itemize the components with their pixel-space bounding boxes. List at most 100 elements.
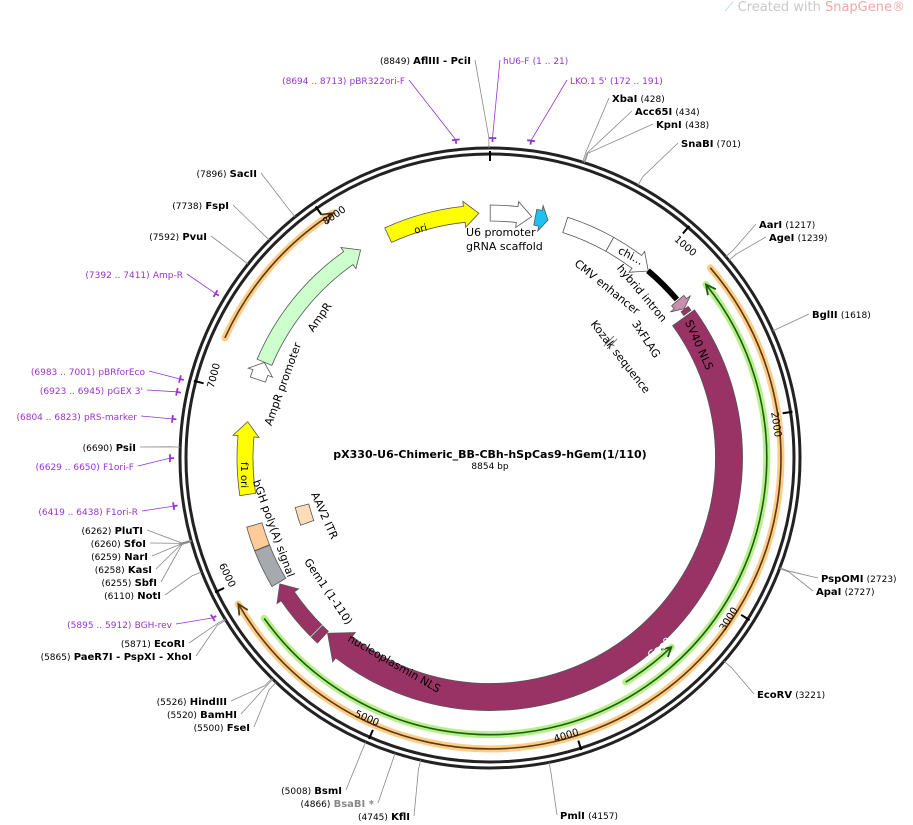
restriction-site-label-part: KpnI (656, 120, 682, 131)
feature-gem1-1-110-[interactable] (276, 583, 323, 637)
restriction-site-label-part: (5008) (281, 787, 311, 797)
leader-line (141, 505, 174, 512)
restriction-site-label[interactable]: (5526) HindIII (157, 697, 227, 708)
restriction-site-label-part: BsmI (314, 786, 342, 797)
feature-cmv-enhancer[interactable] (562, 216, 615, 252)
primer-label[interactable]: hU6-F (1 .. 21) (503, 56, 568, 67)
primer-label-part: (6629 .. 6650) (35, 463, 99, 473)
restriction-site-label[interactable]: (8849) AflIII - PciI (380, 56, 471, 67)
restriction-site-label[interactable]: (6262) PluTI (81, 526, 143, 537)
feature-f1-ori[interactable] (232, 421, 260, 497)
feature-label-f1-ori[interactable]: f1 ori (238, 462, 249, 489)
restriction-site-label[interactable]: (7896) SacII (197, 169, 257, 180)
restriction-site-label[interactable]: (5871) EcoRI (121, 639, 185, 650)
primer-label[interactable]: (6983 .. 7001) pBRforEco (31, 367, 146, 378)
restriction-site-label-part: (5865) (41, 653, 71, 663)
primer-label-part: hU6-F (503, 57, 529, 67)
primer-label[interactable]: (8694 .. 8713) pBR322ori-F (282, 76, 405, 87)
restriction-site-label[interactable]: (7738) FspI (172, 201, 229, 212)
orf-arrow-icon (660, 645, 673, 658)
leader-line (260, 172, 296, 218)
restriction-site-label[interactable]: KpnI (438) (656, 120, 709, 131)
feature-cas9[interactable] (327, 309, 743, 711)
primer-label-part: (6804 .. 6823) (16, 413, 80, 423)
ruler-tick-label: 6000 (216, 562, 237, 590)
restriction-site-label[interactable]: (6258) KasI (95, 565, 152, 576)
primer-label[interactable]: (5895 .. 5912) BGH-rev (67, 620, 173, 631)
restriction-site-label[interactable]: (6260) SfoI (91, 539, 146, 550)
restriction-site-label-part: (6258) (95, 566, 125, 576)
feature-chi-[interactable] (605, 236, 649, 273)
leader-line (186, 273, 216, 294)
feature-hybrid-intron[interactable] (646, 268, 680, 302)
feature-grna-scaffold[interactable] (533, 203, 549, 233)
restriction-site-label[interactable]: (6255) SbfI (101, 578, 157, 589)
restriction-site-label[interactable]: (6259) NarI (91, 552, 148, 563)
restriction-site-label[interactable]: BglII (1618) (812, 310, 871, 321)
ruler-tick (193, 379, 204, 385)
leader-line (240, 679, 274, 715)
orf-line (237, 267, 782, 750)
ruler-tick-label: 7000 (206, 362, 223, 389)
leader-line (149, 540, 192, 544)
backbone-outer-line (178, 146, 802, 770)
primer-label[interactable]: (6629 .. 6650) F1ori-F (35, 462, 134, 473)
restriction-site-label-part: (6260) (91, 540, 121, 550)
leader-line (160, 541, 192, 583)
leader-line (772, 313, 810, 332)
feature-ampr[interactable] (256, 246, 362, 366)
restriction-site-label[interactable]: (4866) BsaBI * (300, 799, 374, 810)
primer-label-part: (6419 .. 6438) (38, 508, 102, 518)
feature-aav2-itr[interactable] (294, 503, 315, 526)
primer-mark-icon (171, 414, 177, 423)
feature-label-u6-promoter[interactable]: U6 promoter (466, 226, 536, 239)
restriction-site-label-part: PspOMI (821, 574, 863, 585)
orf-line (625, 646, 672, 683)
primer-label[interactable]: (7392 .. 7411) Amp-R (85, 270, 183, 281)
ruler-tick-label: 2000 (768, 411, 783, 438)
feature-nucleoplasmin-nls[interactable] (310, 625, 329, 644)
primer-label-part: F1ori-F (103, 463, 134, 473)
restriction-site-label-part: XbaI (612, 94, 637, 105)
primer-label[interactable]: (6419 .. 6438) F1ori-R (38, 507, 138, 518)
restriction-site-label[interactable]: AarI (1217) (759, 220, 815, 231)
primer-label-part: pRS-marker (84, 413, 137, 423)
feature-label-grna-scaffold[interactable]: gRNA scaffold (466, 240, 543, 253)
restriction-site-label[interactable]: AgeI (1239) (769, 233, 828, 244)
restriction-site-label[interactable]: SnaBI (701) (681, 139, 741, 150)
restriction-site-label[interactable]: (4745) KflI (358, 812, 410, 823)
restriction-site-label-part: AgeI (769, 233, 794, 244)
restriction-site-label[interactable]: (7592) PvuI (149, 232, 207, 243)
restriction-site-label-part: NarI (124, 552, 148, 563)
restriction-site-label[interactable]: PspOMI (2723) (821, 574, 897, 585)
leader-line (146, 389, 177, 393)
leader-line (148, 370, 181, 380)
primer-label[interactable]: LKO.1 5' (172 .. 191) (570, 76, 663, 87)
feature-ampr-promoter[interactable] (247, 362, 274, 383)
feature-ori[interactable] (384, 200, 480, 243)
feature-3xflag[interactable] (670, 294, 691, 313)
restriction-site-label-part: SfoI (124, 539, 146, 550)
restriction-site-label[interactable]: PmlI (4157) (560, 811, 618, 822)
restriction-site-label[interactable]: EcoRV (3221) (757, 690, 825, 701)
primer-label-part: LKO.1 5' (570, 77, 607, 87)
restriction-site-label[interactable]: ApaI (2727) (816, 587, 875, 598)
restriction-site-label[interactable]: (5008) BsmI (281, 786, 342, 797)
restriction-site-label-part: (4157) (588, 812, 618, 822)
feature-sv40-nls[interactable] (680, 305, 692, 317)
restriction-site-label[interactable]: (5500) FseI (194, 723, 250, 734)
restriction-site-label[interactable]: (6690) PsiI (83, 443, 136, 454)
leader-line (155, 540, 192, 570)
feature-unnamed[interactable] (246, 522, 271, 552)
feature-u6-promoter[interactable] (489, 200, 533, 229)
restriction-site-label[interactable]: (5865) PaeR7I - PspXI - XhoI (41, 652, 192, 663)
restriction-site-label[interactable]: (6110) NotI (104, 591, 161, 602)
restriction-site-label[interactable]: (5520) BamHI (167, 710, 237, 721)
leader-line (377, 752, 396, 804)
primer-label[interactable]: (6923 .. 6945) pGEX 3' (40, 386, 143, 397)
restriction-site-label[interactable]: XbaI (428) (612, 94, 665, 105)
restriction-site-label-part: ApaI (816, 587, 841, 598)
primer-label-part: (6923 .. 6945) (40, 387, 104, 397)
primer-label[interactable]: (6804 .. 6823) pRS-marker (16, 412, 137, 423)
restriction-site-label[interactable]: Acc65I (434) (635, 107, 700, 118)
